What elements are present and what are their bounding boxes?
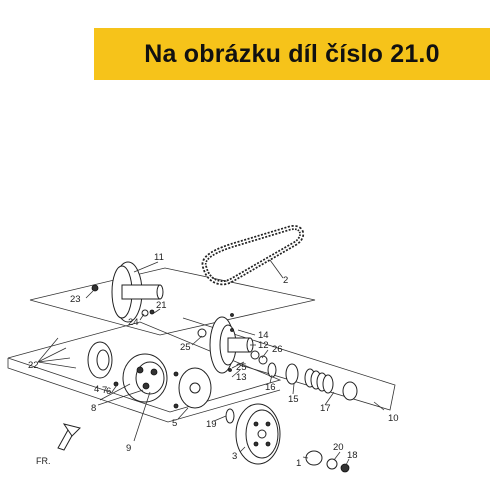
callout-13: 13 xyxy=(236,372,247,383)
callout-19: 19 xyxy=(206,419,217,430)
callout-10: 10 xyxy=(388,413,399,424)
callout-26: 26 xyxy=(272,344,283,355)
callout-11: 11 xyxy=(154,252,164,263)
callout-4: 4 xyxy=(94,384,99,395)
callout-8: 8 xyxy=(91,403,96,414)
callout-7: 7 xyxy=(102,385,107,396)
callout-1: 1 xyxy=(296,458,301,469)
callout-25-upper: 25 xyxy=(180,342,191,353)
callout-14: 14 xyxy=(258,330,269,341)
callout-2: 2 xyxy=(283,275,288,286)
driven-face-assembly xyxy=(197,313,268,374)
drive-face-pulley xyxy=(91,261,164,323)
callout-23: 23 xyxy=(70,294,81,305)
callout-22: 22 xyxy=(28,360,39,371)
nut-and-washer xyxy=(305,450,350,473)
callout-9: 9 xyxy=(126,443,131,454)
callout-12: 12 xyxy=(258,340,269,351)
callout-17: 17 xyxy=(320,403,331,414)
movable-drive-face xyxy=(87,341,235,424)
clutch-outer xyxy=(235,403,281,465)
callout-21: 21 xyxy=(156,300,167,311)
callout-20: 20 xyxy=(333,442,344,453)
callout-18: 18 xyxy=(347,450,358,461)
drive-belt xyxy=(201,225,305,286)
callout-labels: 1 2 3 4 5 6 7 8 9 10 11 12 13 14 15 16 1… xyxy=(28,252,399,469)
callout-25-lower: 25 xyxy=(236,362,247,373)
leader-lines xyxy=(37,259,385,466)
part-number-banner: Na obrázku díl číslo 21.0 xyxy=(94,28,490,80)
assembly-frame-lower xyxy=(7,321,282,423)
direction-label: FR. xyxy=(36,456,51,466)
callout-24: 24 xyxy=(128,317,139,328)
banner-title: Na obrázku díl číslo 21.0 xyxy=(144,39,440,68)
callout-15: 15 xyxy=(288,394,299,405)
callout-16: 16 xyxy=(265,382,276,393)
front-direction-arrow-icon xyxy=(57,423,81,451)
callout-5: 5 xyxy=(172,418,177,429)
callout-3: 3 xyxy=(232,451,237,462)
callout-6: 6 xyxy=(106,386,111,397)
driven-spring xyxy=(267,362,358,401)
